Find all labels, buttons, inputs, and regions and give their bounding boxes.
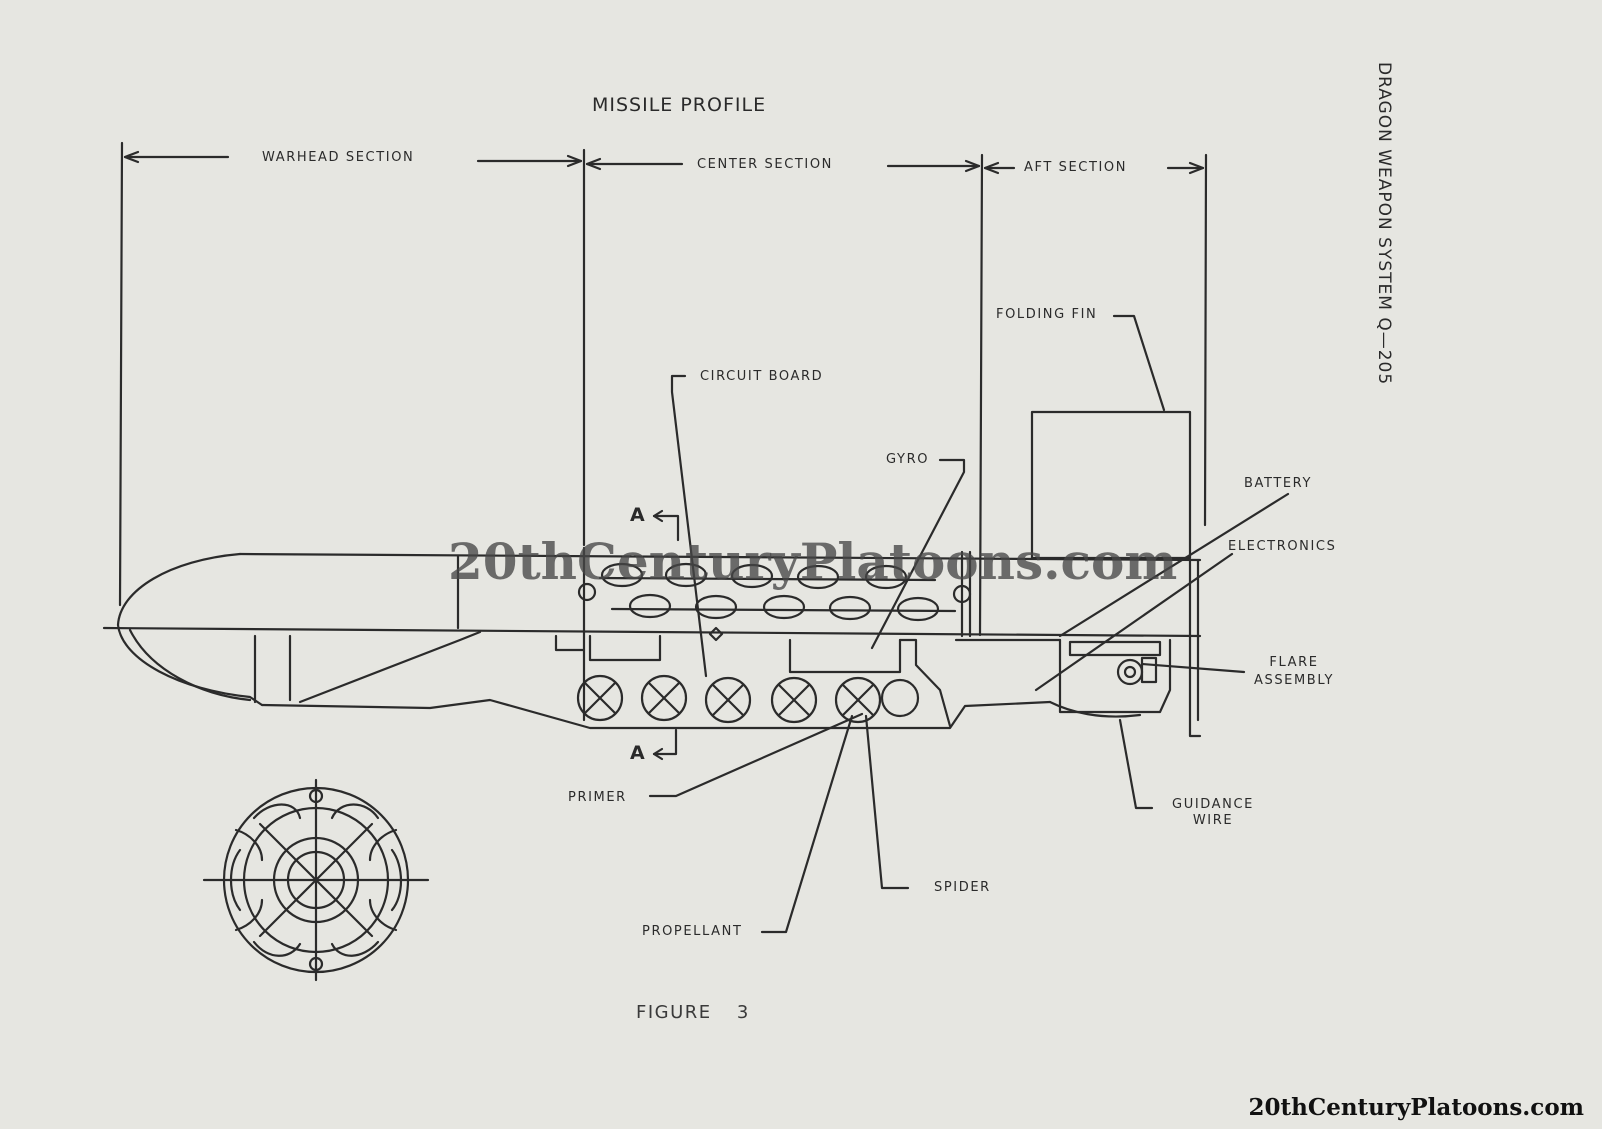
footer-watermark: 20thCenturyPlatoons.com (1248, 1094, 1584, 1121)
label-circuit-board: CIRCUIT BOARD (700, 369, 824, 384)
document-title: DRAGON WEAPON SYSTEM Q—205 (1374, 62, 1394, 386)
end-view-section (202, 778, 430, 982)
section-a-markers (652, 509, 680, 761)
label-folding-fin: FOLDING FIN (996, 307, 1098, 322)
propellant-grains (576, 674, 920, 724)
figure-caption: FIGURE 3 (636, 1002, 750, 1023)
label-battery: BATTERY (1244, 476, 1313, 491)
watermark: 20thCenturyPlatoons.com (448, 532, 1178, 591)
figure-number: 3 (736, 1002, 750, 1023)
label-flare: FLARE (1269, 655, 1319, 670)
dimension-arrows (123, 150, 1205, 175)
label-gyro: GYRO (886, 452, 930, 467)
label-propellant: PROPELLANT (642, 924, 743, 939)
circuit-board-pills (577, 562, 972, 642)
section-boundaries (118, 141, 1208, 637)
label-warhead-section: WARHEAD SECTION (262, 150, 415, 165)
section-marker-a-top: A (630, 504, 645, 526)
label-guidance-wire: WIRE (1192, 813, 1234, 828)
figure-caption-text: FIGURE (636, 1002, 712, 1023)
label-guidance: GUIDANCE (1172, 797, 1254, 812)
missile-body (102, 546, 1202, 738)
label-primer: PRIMER (568, 790, 627, 805)
label-aft-section: AFT SECTION (1024, 160, 1128, 175)
folding-fin-box (1030, 410, 1192, 560)
label-flare-assembly: ASSEMBLY (1253, 673, 1334, 688)
label-center-section: CENTER SECTION (697, 157, 834, 172)
flare-assembly (1116, 656, 1158, 686)
section-marker-a-bottom: A (630, 742, 645, 764)
leader-lines (648, 314, 1290, 934)
label-spider: SPIDER (934, 880, 991, 895)
label-electronics: ELECTRONICS (1228, 539, 1337, 554)
diagram-title: MISSILE PROFILE (592, 94, 767, 116)
